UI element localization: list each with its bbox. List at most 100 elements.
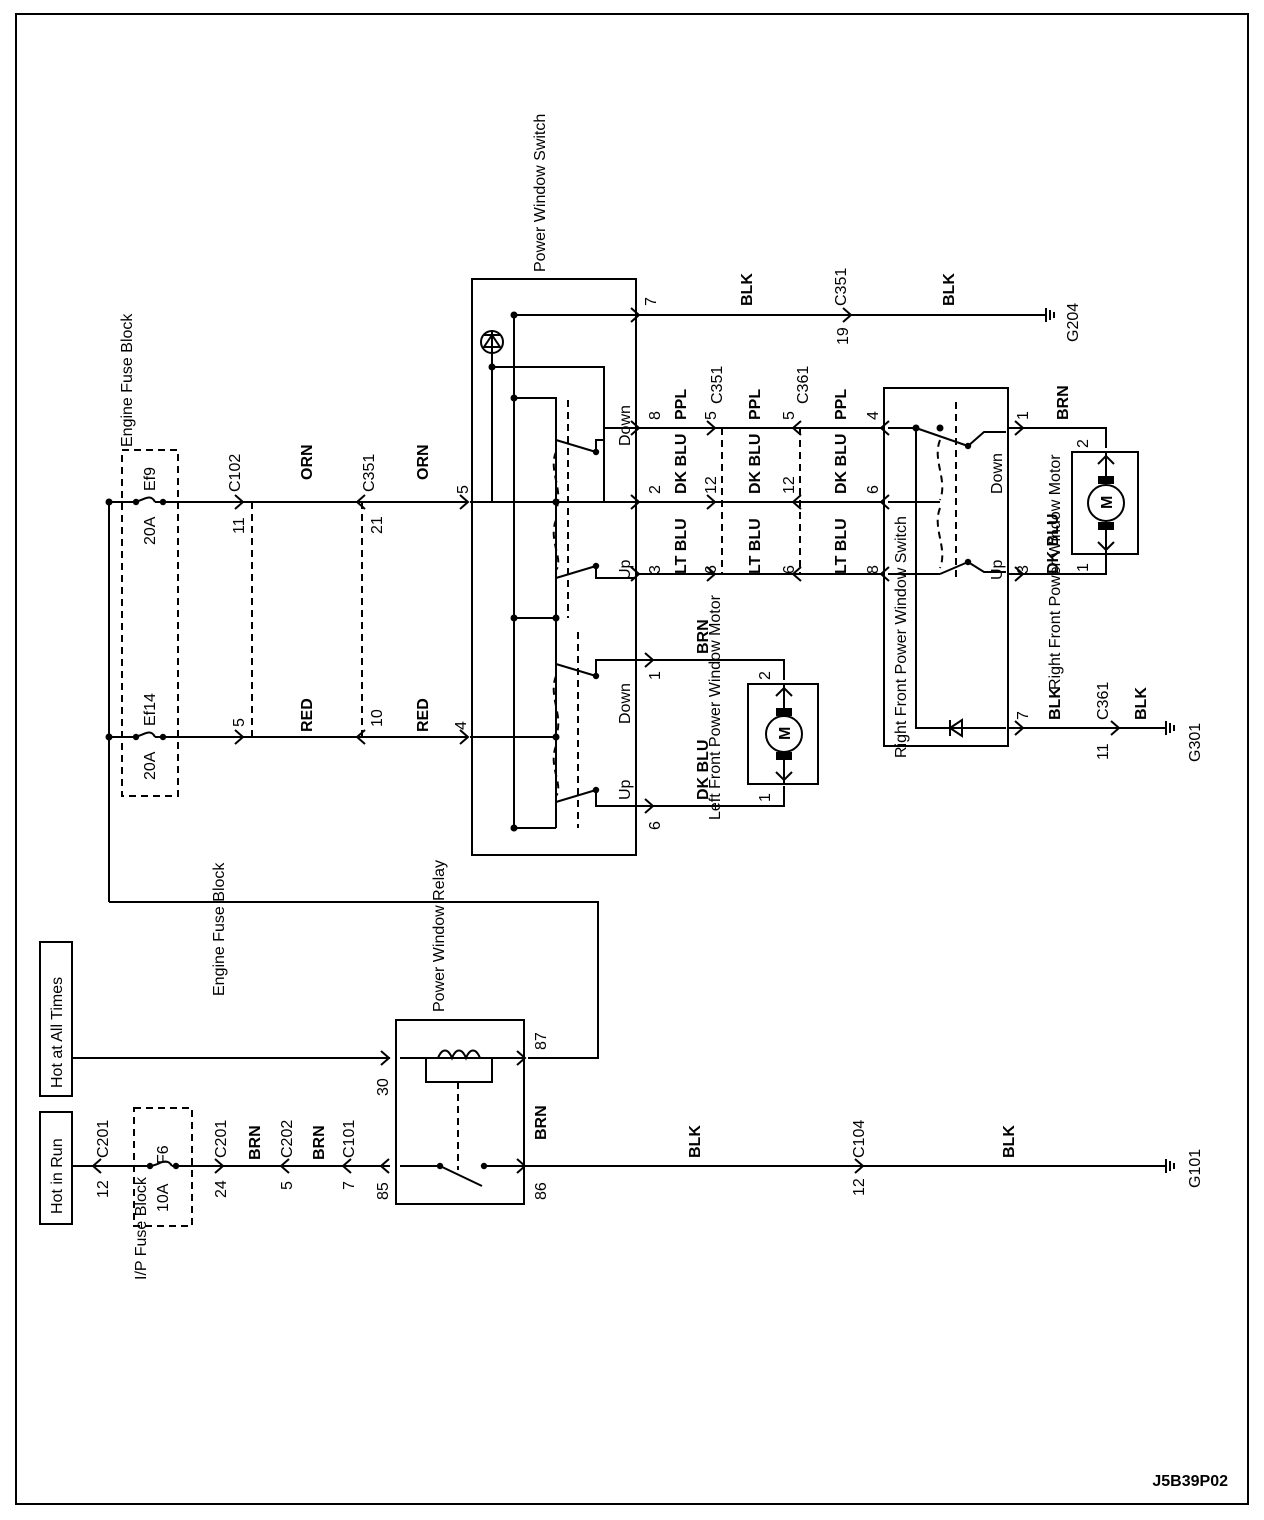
pin-8-label: 8	[647, 411, 664, 420]
harness-rf-switch: 8 2 3 PPL DK BLU LT BLU 5 C351 12 6 PPL …	[630, 366, 890, 582]
ground-g301-label: G301	[1187, 723, 1204, 762]
pin-6-c351: 6	[703, 565, 720, 574]
rf-motor-pin-1: 1	[1075, 563, 1092, 572]
wire-orn-feed: C102 11 ORN C351 21 ORN 5	[163, 444, 472, 534]
pin-19-label: 19	[835, 327, 852, 345]
connector-shell-c102-c351	[251, 502, 363, 737]
wire-orn-label-2: ORN	[415, 444, 432, 480]
fuse-ef9-id: Ef9	[142, 467, 159, 491]
wire-ltblu-label-1: LT BLU	[673, 518, 690, 574]
switch-down-label-lf: Down	[617, 683, 634, 724]
engine-fuse-block-label: Engine Fuse Block	[119, 313, 136, 447]
source-hot-in-run: Hot in Run C201 12 C201 24 BRN C202 5 BR…	[39, 1111, 390, 1225]
wire-blk-g204: 7 BLK C351 19 BLK G204	[630, 268, 1082, 345]
connector-c351-label-1: C351	[361, 454, 378, 492]
pin-4-rf: 4	[865, 411, 882, 420]
rf-pin-7: 7	[1015, 711, 1032, 720]
rf-motor-pin-2: 2	[1075, 439, 1092, 448]
wire-brn-label-lf: BRN	[695, 619, 712, 654]
engine-fuse-block-top: Engine Fuse Block Ef9 20A Ef14 20A	[105, 313, 179, 902]
wire-dkblu-label-rf: DK BLU	[1045, 514, 1062, 574]
pin-5-c351: 5	[703, 411, 720, 420]
relay-pin-85: 85	[375, 1182, 392, 1200]
wire-ppl-label-1: PPL	[673, 389, 690, 420]
wire-dkblu-label-1: DK BLU	[673, 434, 690, 494]
ip-fuse-block: F6 10A I/P Fuse Block	[133, 1107, 193, 1280]
hot-at-all-times-label: Hot at All Times	[49, 977, 66, 1088]
wire-blk-label-b2: BLK	[1001, 1125, 1018, 1158]
source-hot-at-all-times: Hot at All Times	[39, 941, 390, 1097]
connector-c104-label: C104	[851, 1120, 868, 1158]
pin-5-label: 5	[455, 485, 472, 494]
wire-red-feed: 5 RED 10 RED 4	[163, 698, 470, 745]
relay-label: Power Window Relay	[431, 860, 448, 1012]
wire-blk-label-b1: BLK	[687, 1125, 704, 1158]
wire-brn-label-relay: BRN	[533, 1105, 550, 1140]
pin-6-c361: 6	[781, 565, 798, 574]
rf-pin-1: 1	[1015, 411, 1032, 420]
right-front-motor-label: Right Front Power Window Motor	[1047, 454, 1064, 690]
wire-ppl-label-3: PPL	[833, 389, 850, 420]
wire-dkblu-label-2: DK BLU	[747, 434, 764, 494]
pin-5-label-red: 5	[231, 718, 248, 727]
rf-switch-down-label: Down	[989, 453, 1006, 494]
fuse-ef9-rating: 20A	[142, 516, 159, 545]
ground-g204-label: G204	[1065, 303, 1082, 342]
pin-6-lf: 6	[647, 821, 664, 830]
wire-red-label-1: RED	[299, 698, 316, 732]
hot-in-run-label: Hot in Run	[49, 1138, 66, 1214]
wire-brn-label-rf: BRN	[1055, 385, 1072, 420]
pin-10-label: 10	[369, 709, 386, 727]
relay-pin-87: 87	[533, 1032, 550, 1050]
pin-2-label: 2	[647, 485, 664, 494]
connector-c351-label-2: C351	[833, 268, 850, 306]
switch-down-label-rf: Down	[617, 405, 634, 446]
pin-1-lf: 1	[647, 671, 664, 680]
power-window-relay: Power Window Relay 30 85 87 BRN 86	[375, 860, 550, 1205]
wire-blk-g101: BLK C104 12 BLK G101	[524, 1120, 1204, 1196]
lf-motor-pin-2: 2	[757, 671, 774, 680]
pin-7-c101: 7	[341, 1181, 358, 1190]
pin-7-label: 7	[643, 297, 660, 306]
power-window-switch-label: Power Window Switch	[532, 114, 549, 272]
pin-11-c361: 11	[1095, 743, 1112, 760]
pin-4-label: 4	[453, 721, 470, 730]
engine-fuse-block-label-bottom: Engine Fuse Block	[211, 862, 228, 996]
ground-g101-label: G101	[1187, 1149, 1204, 1188]
pin-6-rf: 6	[865, 485, 882, 494]
wire-blk-label-rf: BLK	[1047, 687, 1064, 720]
pin-3-label: 3	[647, 565, 664, 574]
fuse-ef14-rating: 20A	[142, 751, 159, 780]
pin-11-label: 11	[231, 517, 248, 534]
pin-5-c202: 5	[279, 1181, 296, 1190]
wire-ltblu-label-3: LT BLU	[833, 518, 850, 574]
relay-pin-86: 86	[533, 1182, 550, 1200]
right-front-switch-label: Right Front Power Window Switch	[893, 516, 910, 758]
wire-dkblu-label-3: DK BLU	[833, 434, 850, 494]
connector-c101-label: C101	[341, 1120, 358, 1158]
pin-5-c361: 5	[781, 411, 798, 420]
wire-orn-label-1: ORN	[299, 444, 316, 480]
connector-c201-label-1: C201	[95, 1120, 112, 1158]
connector-c361-label-2: C361	[1095, 682, 1112, 720]
rf-pin-3: 3	[1015, 565, 1032, 574]
wire-blk-label-1: BLK	[739, 273, 756, 306]
connector-c102-label: C102	[227, 454, 244, 492]
wire-brn-label-b1: BRN	[247, 1125, 264, 1160]
lf-motor-pin-1: 1	[757, 793, 774, 802]
pin-24-c201: 24	[213, 1180, 230, 1198]
pin-12-c201: 12	[95, 1180, 112, 1198]
wire-dkblu-label-lf: DK BLU	[695, 740, 712, 800]
fuse-f6-id: F6	[155, 1145, 172, 1164]
ip-fuse-block-label: I/P Fuse Block	[133, 1176, 150, 1280]
power-window-switch: Power Window Switch	[470, 114, 637, 856]
wire-rf-motor: 1 3 BRN DK BLU	[1008, 385, 1107, 582]
relay-pin-30: 30	[375, 1078, 392, 1096]
wire-blk-label-2: BLK	[941, 273, 958, 306]
connector-c361-label-1: C361	[795, 366, 812, 404]
pin-21-label: 21	[369, 516, 386, 534]
wire-ppl-label-2: PPL	[747, 389, 764, 420]
svg-text:Engine Fuse Block: Engine Fuse Block	[119, 313, 136, 447]
rf-switch-up-label: Up	[989, 559, 1006, 580]
